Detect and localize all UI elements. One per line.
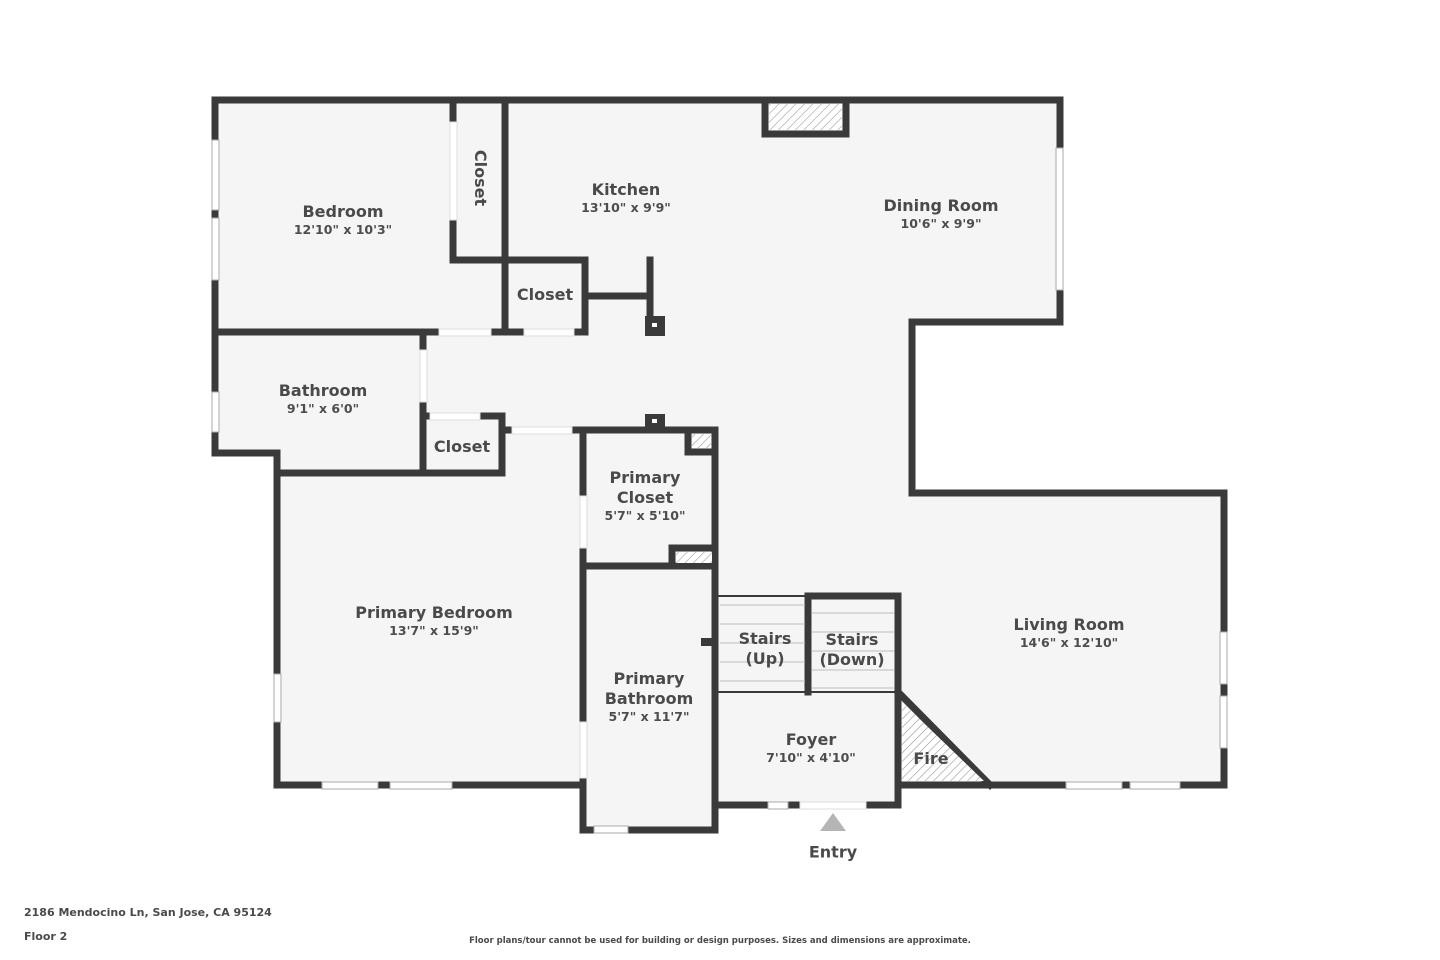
room-name-line1: Stairs bbox=[738, 629, 792, 648]
room-name: Primary Bedroom bbox=[355, 603, 513, 623]
room-dimensions: 5'7" x 11'7" bbox=[608, 709, 690, 725]
room-dimensions: 10'6" x 9'9" bbox=[900, 216, 982, 232]
disclaimer-text: Floor plans/tour cannot be used for buil… bbox=[469, 936, 971, 946]
room-label-closet-hall: Closet bbox=[517, 285, 573, 305]
room-dimensions: 14'6" x 12'10" bbox=[1019, 635, 1119, 651]
room-label-stairs-up: Stairs (Up) bbox=[739, 629, 792, 669]
room-name-line1: Stairs bbox=[825, 630, 879, 649]
room-label-foyer: Foyer 7'10" x 4'10" bbox=[766, 730, 856, 766]
room-name: Fire bbox=[913, 749, 949, 768]
room-name-line1: Primary bbox=[609, 468, 681, 488]
room-label-fireplace: Fire bbox=[913, 749, 948, 769]
room-dimensions: 13'7" x 15'9" bbox=[389, 623, 479, 639]
room-label-kitchen: Kitchen 13'10" x 9'9" bbox=[581, 180, 671, 216]
room-label-primary-bedroom: Primary Bedroom 13'7" x 15'9" bbox=[355, 603, 513, 639]
room-name: Bathroom bbox=[278, 381, 368, 401]
floor-label: Floor 2 bbox=[24, 930, 68, 943]
room-dimensions: 13'10" x 9'9" bbox=[581, 200, 671, 216]
room-name-line1: Primary bbox=[613, 669, 685, 689]
room-name-line2: (Down) bbox=[819, 650, 885, 669]
room-dimensions: 12'10" x 10'3" bbox=[293, 222, 393, 238]
stairs-treads bbox=[718, 595, 898, 693]
room-name-line2: Closet bbox=[616, 488, 674, 508]
room-label-closet-bedroom: Closet bbox=[470, 150, 490, 206]
room-dimensions: 7'10" x 4'10" bbox=[766, 750, 856, 766]
room-name: Foyer bbox=[785, 730, 837, 750]
room-name: Kitchen bbox=[591, 180, 661, 200]
entry-label: Entry bbox=[808, 842, 858, 862]
room-label-primary-bathroom: Primary Bathroom 5'7" x 11'7" bbox=[605, 669, 694, 725]
room-name: Closet bbox=[471, 149, 490, 207]
room-name: Closet bbox=[433, 437, 491, 456]
room-name-line2: Bathroom bbox=[604, 689, 694, 709]
room-name-line2: (Up) bbox=[745, 649, 785, 668]
hatched-areas bbox=[676, 104, 984, 781]
entry-arrow-icon bbox=[820, 813, 846, 831]
door-openings bbox=[419, 121, 867, 810]
room-name: Dining Room bbox=[883, 196, 999, 216]
room-name: Bedroom bbox=[302, 202, 384, 222]
room-dimensions: 9'1" x 6'0" bbox=[286, 401, 360, 417]
room-label-living-room: Living Room 14'6" x 12'10" bbox=[1014, 615, 1125, 651]
room-label-closet-bath: Closet bbox=[434, 437, 490, 457]
room-label-bedroom: Bedroom 12'10" x 10'3" bbox=[294, 202, 392, 238]
room-label-primary-closet: Primary Closet 5'7" x 5'10" bbox=[605, 468, 686, 524]
room-dimensions: 5'7" x 5'10" bbox=[604, 508, 686, 524]
floor-area bbox=[215, 100, 1224, 830]
room-name: Closet bbox=[516, 285, 574, 304]
room-name: Living Room bbox=[1013, 615, 1125, 635]
room-label-bathroom: Bathroom 9'1" x 6'0" bbox=[279, 381, 368, 417]
property-address: 2186 Mendocino Ln, San Jose, CA 95124 bbox=[24, 906, 272, 919]
room-label-dining-room: Dining Room 10'6" x 9'9" bbox=[883, 196, 998, 232]
windows bbox=[211, 139, 1228, 834]
room-label-stairs-down: Stairs (Down) bbox=[819, 630, 884, 670]
